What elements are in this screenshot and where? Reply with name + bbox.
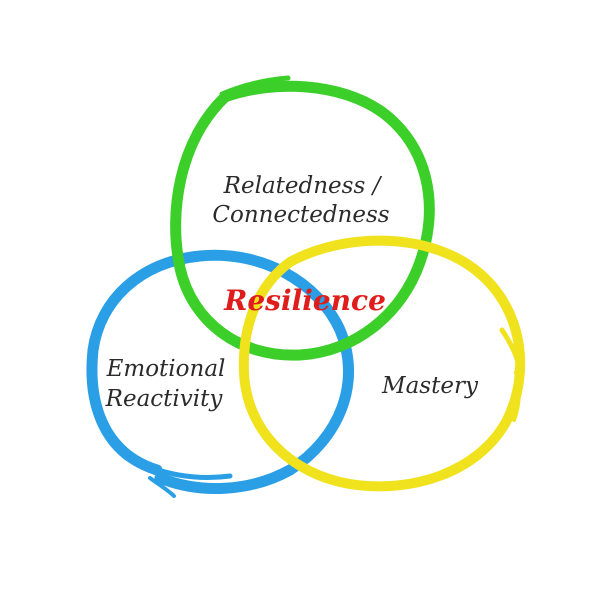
circle-top — [170, 75, 435, 361]
label-top-line2: Connectedness — [212, 202, 389, 228]
circle-left-ring — [86, 249, 354, 494]
circle-right — [238, 235, 526, 492]
circle-left — [86, 249, 354, 498]
center-label: Resilience — [223, 284, 386, 317]
circle-right-tail-2 — [512, 370, 521, 422]
label-top-line1: Relatedness / — [223, 173, 383, 199]
label-left-line2: Reactivity — [105, 386, 224, 412]
circle-left-tail — [149, 465, 233, 481]
label-left-line1: Emotional — [106, 356, 226, 382]
circle-left-tail-2 — [148, 476, 176, 498]
circle-right-tail — [499, 327, 521, 365]
label-right: Mastery — [381, 373, 479, 399]
circle-top-ring — [170, 80, 435, 361]
circle-top-tail — [219, 75, 291, 97]
circle-right-ring — [238, 235, 526, 492]
